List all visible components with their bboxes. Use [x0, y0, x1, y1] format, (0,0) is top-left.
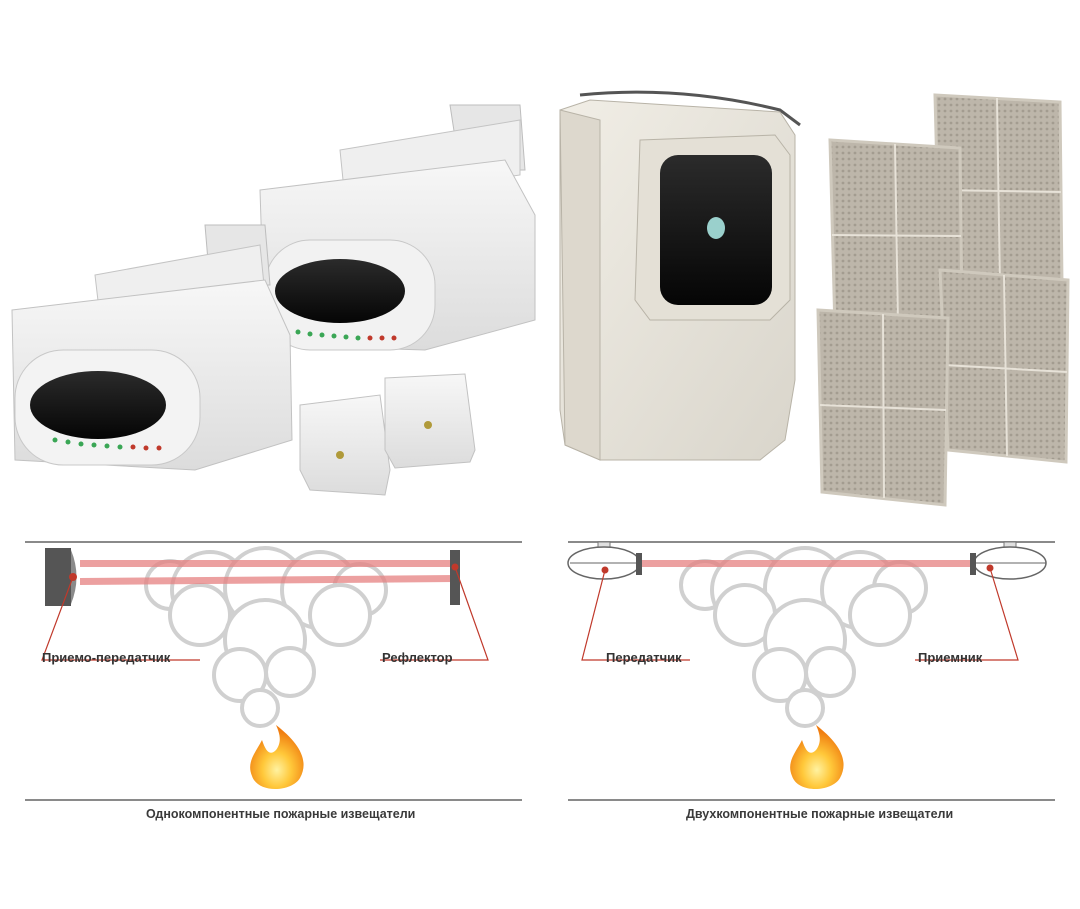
reflector-panel: [938, 268, 1070, 464]
caption-two-component: Двухкомпонентные пожарные извещатели: [686, 807, 954, 821]
mounting-block-right: [384, 373, 476, 469]
leader-line: [581, 569, 690, 661]
receiver-housing: [559, 90, 801, 461]
label-receiver: Приемник: [918, 650, 983, 665]
light-beam: [610, 560, 995, 567]
transceiver-device: [45, 548, 77, 606]
label-reflector: Рефлектор: [382, 650, 453, 665]
diagram-single-component: [25, 541, 522, 801]
receiver-device: [970, 541, 1047, 580]
mounting-block-left: [299, 394, 391, 496]
leader-line: [41, 576, 200, 661]
flame-icon: [790, 725, 844, 789]
light-beam: [80, 575, 455, 585]
smoke-cloud: [144, 546, 388, 728]
caption-single-component: Однокомпонентные пожарные извещатели: [146, 807, 416, 821]
leader-line: [380, 566, 489, 661]
label-transmitter: Передатчик: [606, 650, 682, 665]
light-beam: [80, 560, 455, 567]
reflector-panel: [816, 308, 950, 507]
beam-detector-front: [11, 224, 293, 471]
reflector-panels: [816, 93, 1070, 507]
smoke-cloud: [679, 546, 928, 728]
indicator-leds: [52, 437, 162, 451]
beam-detector-rear: [259, 104, 536, 351]
flame-icon: [250, 725, 304, 789]
label-transceiver: Приемо-передатчик: [42, 650, 171, 665]
diagram-two-component: [567, 541, 1055, 801]
transmitter-device: [567, 541, 642, 580]
indicator-leds: [295, 329, 397, 341]
leader-line: [915, 567, 1019, 661]
